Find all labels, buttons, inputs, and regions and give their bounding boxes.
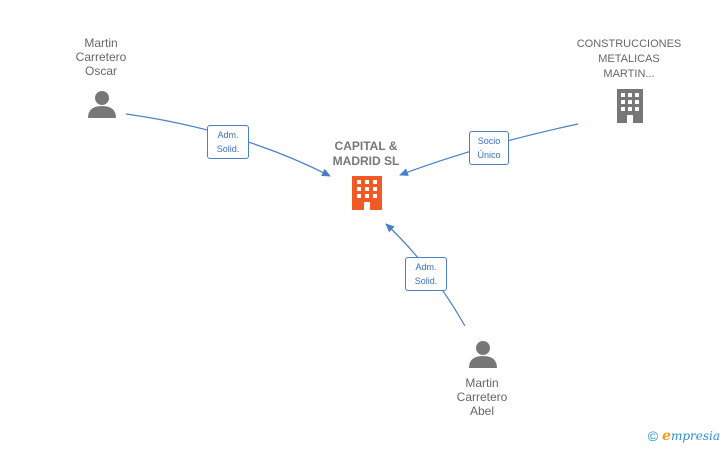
edge-label-construcciones[interactable]: Socio Único	[469, 131, 509, 165]
node-label-center[interactable]: CAPITAL & MADRID SL	[318, 139, 414, 169]
person-icon[interactable]	[88, 91, 116, 118]
brand-logo[interactable]: empresia	[662, 428, 720, 444]
brand-initial: e	[662, 428, 671, 444]
node-label-line: MARTIN...	[603, 68, 655, 80]
node-label-line: Martin	[84, 36, 118, 50]
building-icon[interactable]	[352, 176, 382, 210]
node-label-oscar[interactable]: Martin Carretero Oscar	[62, 36, 140, 78]
node-label-abel[interactable]: Martin Carretero Abel	[442, 376, 522, 418]
node-label-line: METALICAS	[598, 53, 660, 65]
node-label-line: Carretero	[456, 390, 508, 404]
node-label-line: CAPITAL &	[334, 139, 398, 153]
node-label-line: Abel	[469, 404, 495, 418]
copyright-icon: ©	[647, 428, 659, 444]
footer-brand: © empresia	[648, 428, 720, 444]
edge-label-abel[interactable]: Adm. Solid.	[405, 257, 447, 291]
node-label-line: Martin	[465, 376, 499, 390]
building-icon[interactable]	[617, 89, 643, 123]
node-label-line: Oscar	[84, 64, 117, 78]
edge-label-line: Socio	[477, 136, 501, 146]
edge-label-oscar[interactable]: Adm. Solid.	[207, 125, 249, 159]
edge-label-line: Solid.	[216, 144, 240, 154]
node-label-construcciones[interactable]: CONSTRUCCIONES METALICAS MARTIN...	[570, 37, 688, 82]
person-icon[interactable]	[469, 341, 497, 368]
node-label-line: Carretero	[75, 50, 127, 64]
brand-rest: mpresia	[670, 429, 720, 443]
edge-label-line: Único	[477, 150, 501, 160]
edge-label-line: Adm.	[217, 130, 239, 140]
edge-label-line: Solid.	[414, 276, 438, 286]
node-label-line: CONSTRUCCIONES	[576, 38, 682, 50]
edge-label-line: Adm.	[415, 262, 437, 272]
node-label-line: MADRID SL	[332, 154, 400, 168]
